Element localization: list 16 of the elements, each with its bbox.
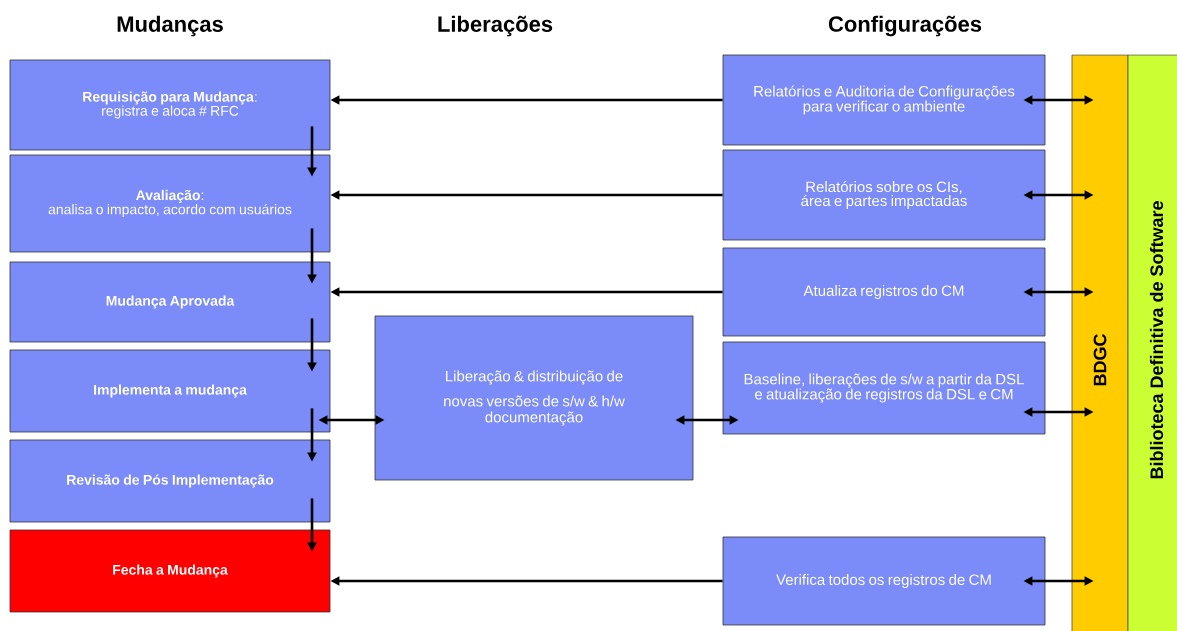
process-box: Revisão de Pós Implementação <box>9 439 331 523</box>
process-box: Avaliação: analisa o impacto, acordo com usuários <box>9 154 331 253</box>
process-box: Verifica todos os registros de CM <box>722 536 1046 626</box>
process-box: Baseline, liberações de s/w a partir da DSL e atualização de registros da DSL e CM <box>722 341 1046 435</box>
vertical-band: BDGC <box>1071 54 1129 631</box>
vertical-band: Biblioteca Definitiva de Software <box>1127 54 1177 631</box>
process-box: Atualiza registros do CM <box>722 247 1046 337</box>
process-box: Relatórios e Auditoria de Configurações para verificar o ambiente <box>722 54 1046 146</box>
process-box: Implementa a mudança <box>9 349 331 433</box>
column-heading: Mudanças <box>117 15 223 37</box>
end-box: Fecha a Mudança <box>9 529 331 613</box>
process-box: Requisição para Mudança: registra e aloca # RFC <box>9 59 331 151</box>
process-box: Relatórios sobre os CIs, área e partes impactadas <box>722 149 1046 241</box>
column-heading: Liberações <box>438 15 553 37</box>
process-box: Liberação & distribuição de novas versões de s/w & h/w documentação <box>374 315 694 481</box>
process-box: Mudança Aprovada <box>9 261 331 343</box>
